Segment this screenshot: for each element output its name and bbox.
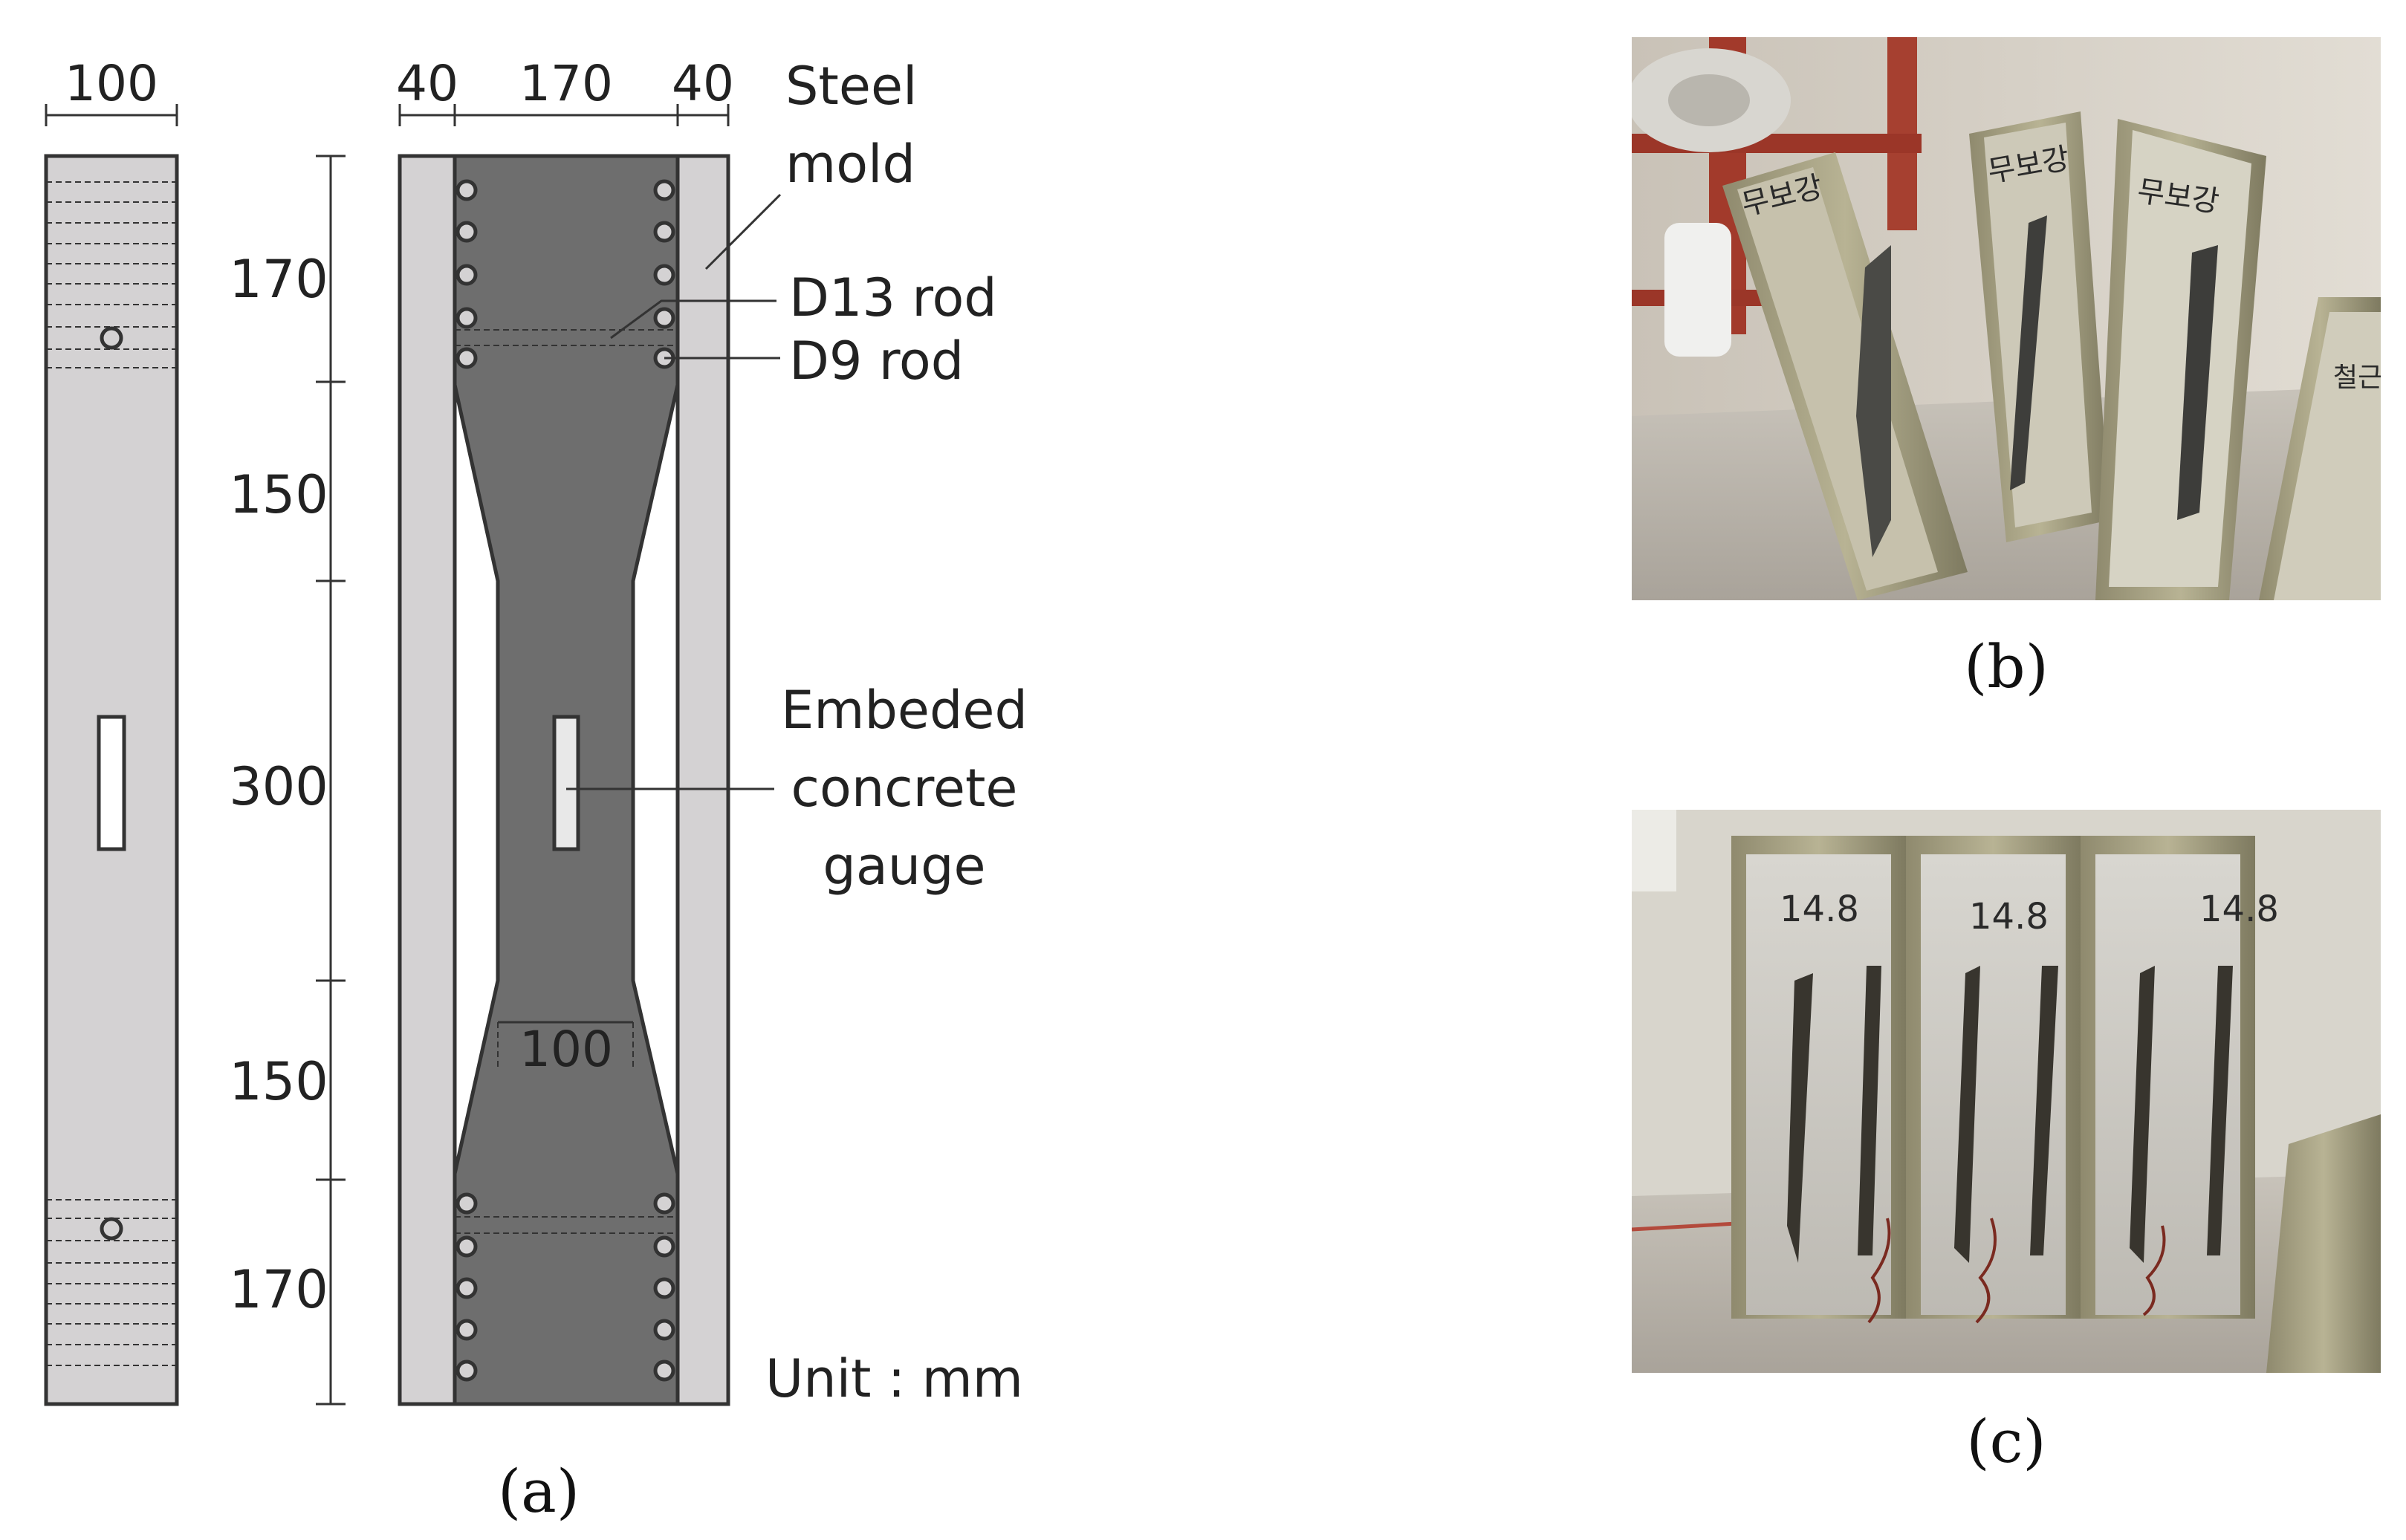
label-steel-mold-1: Steel [785, 56, 917, 117]
label-steel-mold-2: mold [785, 134, 915, 195]
dim-seg1: 170 [229, 249, 328, 310]
photo-c-label-2: 14.8 [1969, 896, 2049, 938]
caption-c: (c) [1966, 1407, 2046, 1476]
label-d9-rod: D9 rod [789, 331, 964, 392]
dim-neck-width: 100 [519, 1021, 613, 1078]
photo-c: 14.8 14.8 14.8 [1632, 810, 2381, 1373]
label-gauge-2: concrete [791, 758, 1018, 819]
specimen-drawing: 100 [44, 55, 1028, 1526]
caption-a: (a) [498, 1457, 580, 1526]
callouts: Steel mold D13 rod D9 rod Embeded concre… [765, 56, 1028, 1409]
dim-seg2: 150 [229, 464, 328, 525]
dim-seg5: 170 [229, 1259, 328, 1320]
caption-b: (b) [1964, 632, 2049, 701]
dim-mold-right: 40 [672, 55, 734, 112]
dim-center: 170 [519, 55, 613, 112]
photo-b: 무보강 무보강 무보강 철근보강 [1632, 37, 2406, 600]
leader-lines [566, 193, 782, 790]
horizontal-dimensions: 40 170 40 [396, 55, 734, 126]
front-view: 100 [398, 154, 730, 1406]
embedded-gauge [552, 715, 580, 851]
side-view: 100 [44, 55, 179, 1406]
label-unit: Unit : mm [765, 1348, 1023, 1409]
dim-seg4: 150 [229, 1051, 328, 1112]
dim-seg3: 300 [229, 756, 328, 817]
photo-b-label-4: 철근보강 [2333, 363, 2406, 393]
label-d13-rod: D13 rod [789, 267, 997, 328]
label-gauge-3: gauge [823, 836, 985, 897]
dim-mold-left: 40 [396, 55, 458, 112]
label-gauge-1: Embeded [781, 680, 1028, 741]
dim-side-width: 100 [65, 55, 158, 112]
photo-c-label-1: 14.8 [1780, 888, 1859, 930]
rod-holes [455, 179, 675, 1382]
photo-c-label-3: 14.8 [2199, 888, 2279, 930]
vertical-dimensions: 170 150 300 150 170 [229, 155, 346, 1406]
